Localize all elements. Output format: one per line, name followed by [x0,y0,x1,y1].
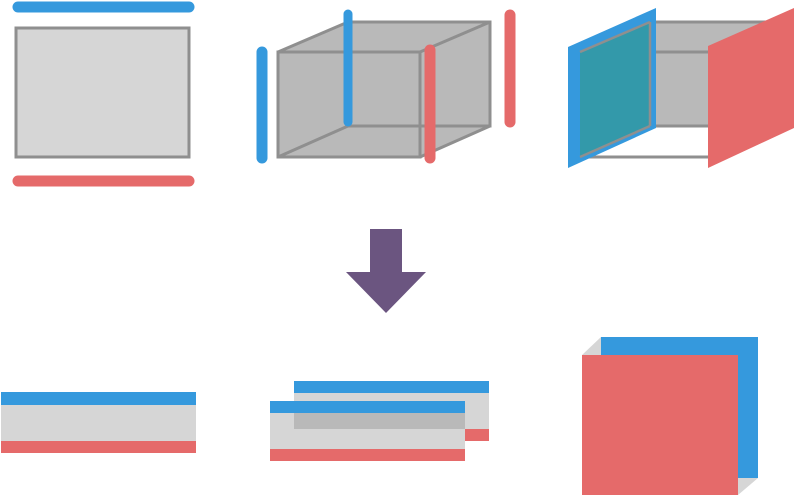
panel-top-right [568,8,794,168]
gray-side-top [582,337,601,355]
front-strip-blue [270,401,465,413]
back-strip-blue [294,381,489,393]
box-side-face [420,22,490,157]
panel-top-left [12,1,195,187]
strip-bottom-red [1,441,196,453]
left-face-wire [579,20,652,159]
down-arrow-icon [346,229,426,313]
flat-rectangle [14,26,191,159]
panel-top-middle [256,9,516,164]
left-face-teal-inner [580,22,650,157]
panel-bottom-left [1,392,196,453]
strip-top-blue [1,392,196,405]
front-strip-red [270,449,465,461]
panel-bottom-right [582,337,758,495]
overlap-gray [294,413,465,429]
strip-middle-gray [1,405,196,441]
front-square-red [582,355,738,495]
right-face-red [708,8,794,168]
panel-bottom-middle [270,381,489,461]
gray-side-bottom [738,478,758,495]
